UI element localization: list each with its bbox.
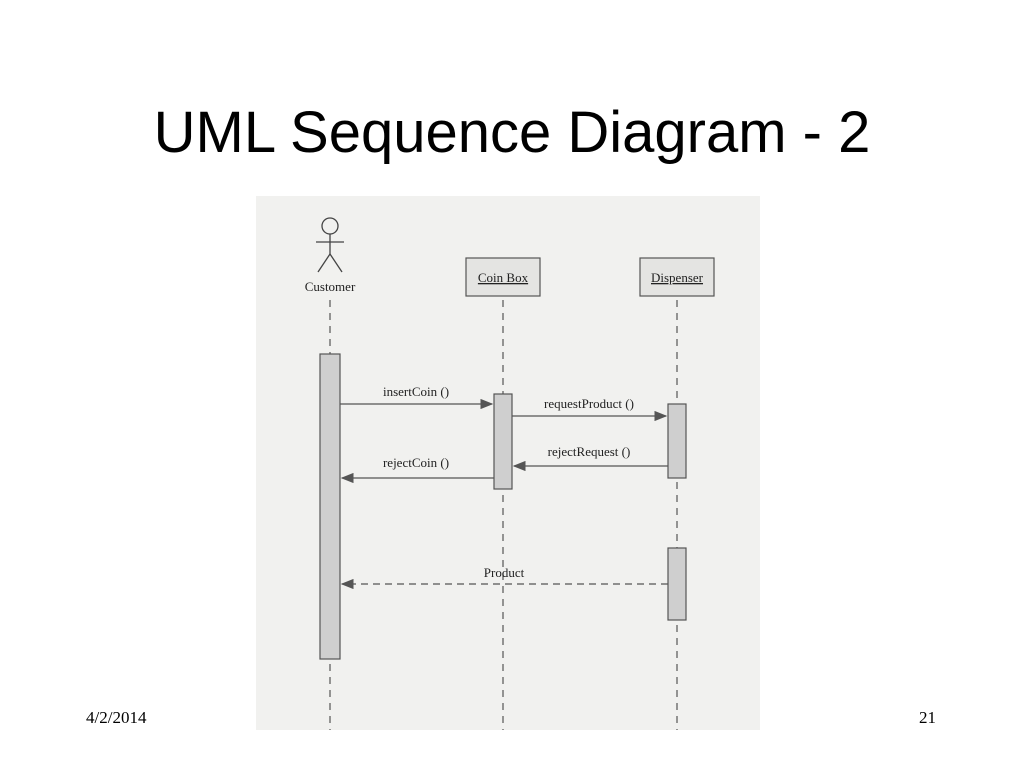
activation-coin-box: [493, 393, 513, 490]
sequence-diagram: Customer Coin Box Dispenser insertCoin (…: [256, 196, 760, 730]
object-dispenser: Dispenser: [639, 257, 715, 297]
object-coin-box: Coin Box: [465, 257, 541, 297]
message-label-product: Product: [484, 565, 525, 580]
message-label-insert-coin: insertCoin (): [383, 384, 449, 399]
activation-customer: [319, 353, 341, 660]
page-number: 21: [919, 708, 936, 727]
slide-title: UML Sequence Diagram - 2: [153, 100, 871, 165]
activation-dispenser-1: [667, 403, 687, 479]
message-label-reject-coin: rejectCoin (): [383, 455, 449, 470]
actor-label-customer: Customer: [305, 279, 356, 294]
message-label-reject-request: rejectRequest (): [548, 444, 631, 459]
activation-dispenser-2: [667, 547, 687, 621]
footer-date: 4/2/2014: [86, 708, 147, 727]
customer-actor-icon: [316, 217, 344, 273]
object-label-coin-box: Coin Box: [478, 270, 529, 285]
object-label-dispenser: Dispenser: [651, 270, 704, 285]
message-label-request-product: requestProduct (): [544, 396, 634, 411]
